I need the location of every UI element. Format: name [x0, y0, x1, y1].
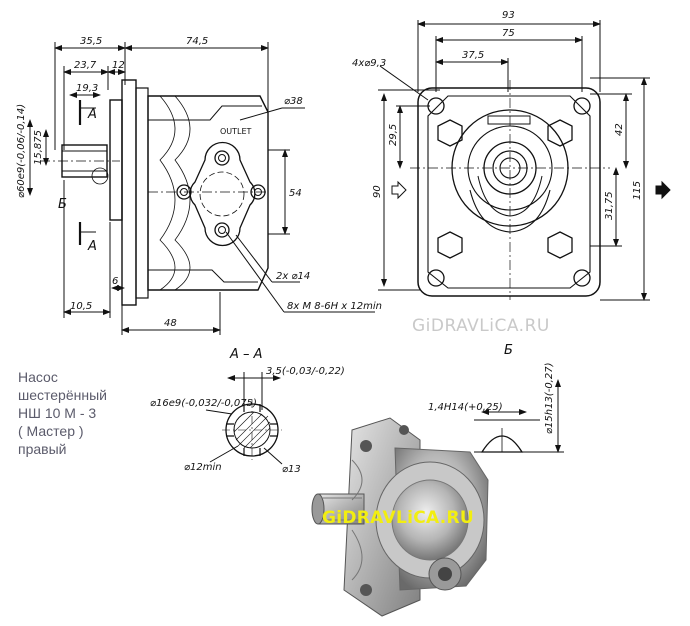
section-mark-a-top: A [87, 107, 97, 122]
dim-6: 6 [112, 276, 118, 287]
dim-74-5: 74,5 [186, 36, 208, 47]
caption-line-1: Насос [18, 369, 58, 385]
detail-b-labels: 1,4H14(+0,25) ⌀15h13(-0,27) [428, 363, 555, 434]
dim-key-width: 3,5(-0,03/-0,22) [266, 366, 345, 377]
dim-37-5: 37,5 [462, 50, 484, 61]
dim-75: 75 [502, 28, 515, 39]
detail-b [474, 379, 564, 453]
dim-12: 12 [112, 60, 125, 71]
section-mark-a-bottom: A [87, 239, 97, 254]
dim-29-5: 29,5 [388, 124, 399, 146]
watermark-photo: GiDRAVLiCA.RU [322, 508, 475, 528]
dim-spline-inner: ⌀12min [184, 462, 222, 473]
view-b-title: Б [504, 343, 513, 358]
pump-caption: Насос шестерённый НШ 10 М - 3 ( Мастер )… [18, 368, 138, 458]
dim-54: 54 [289, 188, 302, 199]
dim-42: 42 [614, 123, 625, 136]
side-view [27, 42, 375, 335]
watermark-top: GiDRAVLiCA.RU [412, 316, 550, 336]
dim-23-7: 23,7 [74, 60, 97, 71]
dim-31-75: 31,75 [604, 191, 615, 220]
detail-mark-b: Б [58, 197, 67, 212]
dim-2x14: 2x ⌀14 [276, 271, 310, 282]
dim-key-dia: ⌀15h13(-0,27) [544, 363, 555, 434]
dim-93: 93 [502, 10, 515, 21]
section-a-a-title: А – А [229, 347, 263, 362]
caption-line-2: шестерённый [18, 387, 107, 403]
gear-pump-photo [311, 417, 489, 617]
caption-line-4: ( Мастер ) [18, 423, 84, 439]
dim-48: 48 [164, 318, 177, 329]
dim-90: 90 [372, 185, 383, 198]
caption-line-3: НШ 10 М - 3 [18, 405, 97, 421]
dim-spline-outer: ⌀16e9(-0,032/-0,075) [150, 398, 257, 409]
dim-key-height: 1,4H14(+0,25) [428, 402, 503, 413]
front-view [378, 20, 671, 301]
section-a-a-labels: А – А 3,5(-0,03/-0,22) ⌀16e9(-0,032/-0,0… [150, 347, 345, 475]
dim-19-3: 19,3 [76, 83, 98, 94]
dim-115: 115 [632, 181, 643, 200]
dim-holes: 4x⌀9,3 [352, 58, 386, 69]
dim-shaft-dia: ⌀60e9(-0,06/-0,14) [16, 104, 27, 198]
front-view-labels: 93 75 37,5 4x⌀9,3 29,5 90 42 31,75 115 Б [352, 10, 643, 358]
section-a-a [205, 372, 283, 465]
caption-line-5: правый [18, 441, 67, 457]
side-view-labels: 35,5 74,5 23,7 12 19,3 ⌀60e9(-0,06/-0,14… [16, 36, 382, 329]
dim-35-5: 35,5 [80, 36, 102, 47]
dim-38: ⌀38 [284, 96, 303, 107]
outlet-label: OUTLET [220, 127, 252, 136]
dim-15-875: 15,875 [33, 130, 44, 165]
dim-10-5: 10,5 [70, 301, 92, 312]
dim-13: ⌀13 [282, 464, 301, 475]
dim-thread: 8x M 8-6H x 12min [287, 301, 382, 312]
